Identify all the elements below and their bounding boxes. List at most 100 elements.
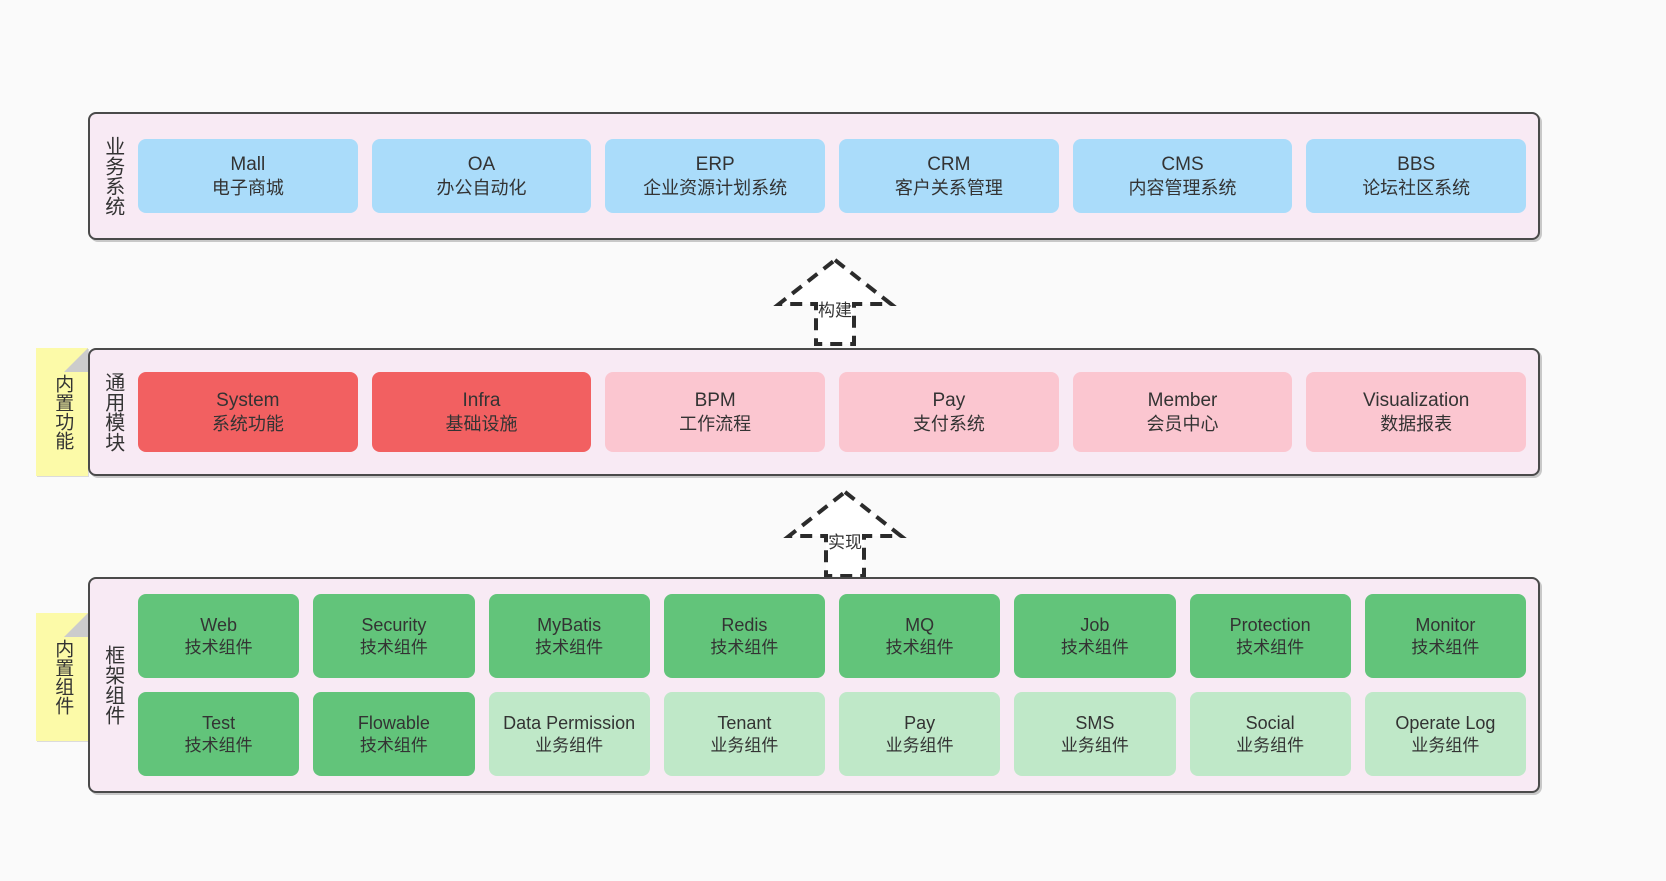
layer-common-modules: 通用模块 System 系统功能 Infra 基础设施 BPM 工作流程 Pay… [88, 348, 1540, 476]
card-system[interactable]: System 系统功能 [138, 372, 358, 452]
card-title-en: Member [1147, 389, 1218, 411]
card-title-en: Infra [462, 389, 501, 411]
layer-modules-title: 通用模块 [101, 372, 124, 452]
card-protection[interactable]: Protection 技术组件 [1189, 594, 1351, 678]
card-title-en: OA [467, 153, 496, 175]
card-title-cn: 会员中心 [1146, 413, 1219, 434]
card-test[interactable]: Test 技术组件 [138, 692, 300, 776]
card-bbs[interactable]: BBS 论坛社区系统 [1306, 139, 1527, 213]
layer-business-title: 业务系统 [101, 136, 124, 216]
layer-framework-components: 框架组件 Web 技术组件 Security 技术组件 MyBatis 技术组件… [88, 577, 1540, 793]
card-title-en: Tenant [717, 713, 772, 734]
card-title-cn: 办公自动化 [436, 177, 527, 198]
card-title-en: Monitor [1415, 615, 1476, 636]
card-title-en: MQ [905, 615, 935, 636]
card-title-en: Job [1080, 615, 1110, 636]
card-title-cn: 工作流程 [679, 413, 752, 434]
card-sms[interactable]: SMS 业务组件 [1014, 692, 1176, 776]
card-monitor[interactable]: Monitor 技术组件 [1364, 594, 1526, 678]
card-visualization[interactable]: Visualization 数据报表 [1306, 372, 1527, 452]
layer-business-body: Mall 电子商城 OA 办公自动化 ERP 企业资源计划系统 CRM 客户关系… [134, 114, 1538, 238]
card-title-cn: 技术组件 [184, 637, 253, 657]
card-title-cn: 技术组件 [359, 637, 428, 657]
card-social[interactable]: Social 业务组件 [1189, 692, 1351, 776]
card-title-cn: 客户关系管理 [894, 177, 1003, 198]
card-title-cn: 技术组件 [359, 735, 428, 755]
card-oa[interactable]: OA 办公自动化 [371, 139, 592, 213]
card-title-en: Operate Log [1395, 713, 1496, 734]
card-row: Test 技术组件 Flowable 技术组件 Data Permission … [138, 692, 1526, 776]
card-title-en: System [216, 389, 280, 411]
card-web[interactable]: Web 技术组件 [138, 594, 300, 678]
generalization-arrow-build: 构建 [760, 256, 910, 348]
card-crm[interactable]: CRM 客户关系管理 [839, 139, 1059, 213]
layer-business-systems: 业务系统 Mall 电子商城 OA 办公自动化 ERP 企业资源计划系统 CRM… [88, 112, 1540, 240]
card-title-cn: 论坛社区系统 [1362, 177, 1471, 198]
card-title-cn: 业务组件 [885, 735, 954, 755]
card-title-en: Test [202, 713, 236, 734]
card-bpm[interactable]: BPM 工作流程 [605, 372, 826, 452]
card-title-cn: 技术组件 [184, 735, 253, 755]
card-title-cn: 支付系统 [912, 413, 985, 434]
card-title-en: SMS [1075, 713, 1115, 734]
arrow-shape-icon [783, 489, 907, 578]
card-title-cn: 数据报表 [1380, 413, 1453, 434]
card-title-cn: 业务组件 [1060, 735, 1129, 755]
card-infra[interactable]: Infra 基础设施 [371, 372, 592, 452]
card-title-cn: 技术组件 [1411, 637, 1480, 657]
layer-framework-title: 框架组件 [101, 645, 124, 725]
card-mybatis[interactable]: MyBatis 技术组件 [488, 594, 650, 678]
card-erp[interactable]: ERP 企业资源计划系统 [605, 139, 826, 213]
generalization-arrow-realize: 实现 [770, 488, 920, 580]
card-cms[interactable]: CMS 内容管理系统 [1072, 139, 1293, 213]
card-title-en: MyBatis [537, 615, 602, 636]
note-text: 内置组件 [52, 639, 74, 715]
card-title-en: Visualization [1363, 389, 1470, 411]
card-title-en: Social [1245, 713, 1295, 734]
card-title-cn: 基础设施 [445, 413, 518, 434]
card-title-cn: 内容管理系统 [1128, 177, 1237, 198]
card-title-en: Pay [932, 389, 966, 411]
card-flowable[interactable]: Flowable 技术组件 [313, 692, 475, 776]
card-mq[interactable]: MQ 技术组件 [839, 594, 1001, 678]
layer-modules-body: System 系统功能 Infra 基础设施 BPM 工作流程 Pay 支付系统… [134, 350, 1538, 474]
card-redis[interactable]: Redis 技术组件 [663, 594, 825, 678]
card-title-en: Protection [1229, 615, 1311, 636]
card-title-cn: 业务组件 [1236, 735, 1305, 755]
card-title-en: Mall [230, 153, 266, 175]
card-tenant[interactable]: Tenant 业务组件 [663, 692, 825, 776]
note-builtin-function: 内置功能 [36, 348, 88, 476]
note-builtin-component: 内置组件 [36, 613, 88, 741]
card-mall[interactable]: Mall 电子商城 [138, 139, 358, 213]
card-title-cn: 企业资源计划系统 [643, 177, 788, 198]
card-title-en: ERP [695, 153, 735, 175]
card-title-cn: 业务组件 [1411, 735, 1480, 755]
card-title-en: Security [361, 615, 427, 636]
card-data-permission[interactable]: Data Permission 业务组件 [488, 692, 650, 776]
card-title-cn: 系统功能 [211, 413, 284, 434]
card-pay-business[interactable]: Pay 业务组件 [839, 692, 1001, 776]
card-title-cn: 技术组件 [1236, 637, 1305, 657]
card-title-en: CRM [927, 153, 971, 175]
card-title-en: Data Permission [503, 713, 636, 734]
card-title-en: Web [200, 615, 237, 636]
card-title-en: Flowable [357, 713, 430, 734]
card-title-cn: 业务组件 [535, 735, 604, 755]
card-title-cn: 技术组件 [885, 637, 954, 657]
card-job[interactable]: Job 技术组件 [1014, 594, 1176, 678]
card-title-cn: 技术组件 [710, 637, 779, 657]
card-title-en: Pay [904, 713, 936, 734]
arrow-shape-icon [773, 257, 897, 346]
card-pay[interactable]: Pay 支付系统 [839, 372, 1059, 452]
card-security[interactable]: Security 技术组件 [313, 594, 475, 678]
card-title-en: BPM [694, 389, 736, 411]
card-title-cn: 业务组件 [710, 735, 779, 755]
card-member[interactable]: Member 会员中心 [1072, 372, 1293, 452]
card-title-cn: 电子商城 [211, 177, 284, 198]
card-title-cn: 技术组件 [535, 637, 604, 657]
card-row: Web 技术组件 Security 技术组件 MyBatis 技术组件 Redi… [138, 594, 1526, 678]
card-title-en: BBS [1397, 153, 1436, 175]
card-title-en: Redis [721, 615, 768, 636]
card-operate-log[interactable]: Operate Log 业务组件 [1364, 692, 1526, 776]
layer-framework-body: Web 技术组件 Security 技术组件 MyBatis 技术组件 Redi… [134, 579, 1538, 791]
